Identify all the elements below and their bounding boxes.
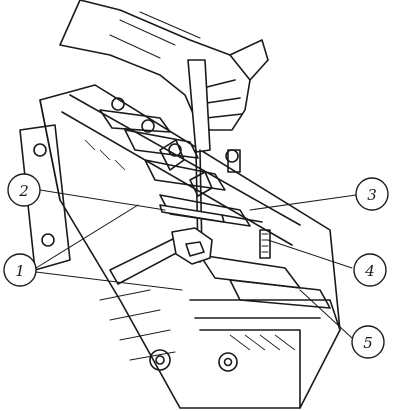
callout-4: 4 (353, 253, 387, 287)
cylinder-head (19, 84, 341, 409)
head-bolt (149, 349, 171, 371)
callout-1-label: 1 (15, 262, 25, 280)
callout-5-label: 5 (363, 334, 373, 352)
wrench (109, 227, 213, 285)
callout-2-label: 2 (18, 182, 29, 200)
callout-2: 2 (7, 173, 41, 207)
feeler-gauge (159, 204, 263, 223)
callout-3: 3 (355, 177, 389, 211)
callout-3-label: 3 (367, 186, 377, 204)
callout-5: 5 (351, 325, 385, 359)
head-bolt (218, 352, 238, 372)
hand (59, 0, 269, 131)
leader-lines (35, 189, 357, 339)
callout-4-label: 4 (364, 262, 375, 280)
rocker-arms (99, 97, 331, 309)
callout-1: 1 (3, 253, 37, 287)
